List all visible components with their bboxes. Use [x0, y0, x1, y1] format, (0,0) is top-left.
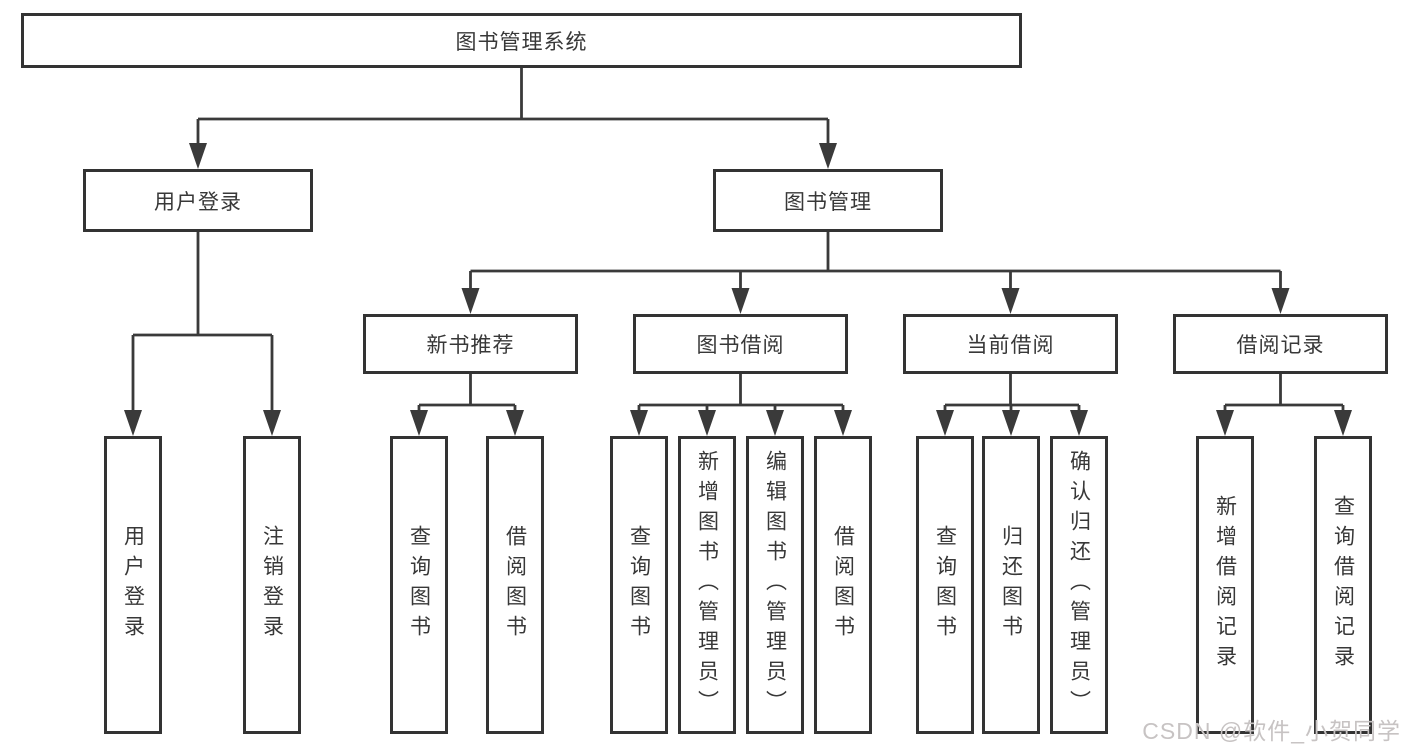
node-label: 图书借阅 [696, 334, 785, 357]
node-label: 查询图书 [407, 525, 431, 645]
node-label: 图书管理系统 [455, 30, 588, 54]
node-library-management-system: 图书管理系统 [21, 13, 1022, 68]
leaf-query-books-current: 查询图书 [916, 436, 974, 734]
leaf-edit-books-admin: 编辑图书（管理员） [746, 436, 804, 734]
leaf-query-books-recommend: 查询图书 [390, 436, 448, 734]
leaf-return-books: 归还图书 [982, 436, 1040, 734]
node-current-borrow: 当前借阅 [903, 314, 1118, 374]
node-new-book-recommend: 新书推荐 [363, 314, 578, 374]
node-label: 查询借阅记录 [1331, 495, 1355, 675]
node-label: 借阅图书 [831, 525, 855, 645]
leaf-query-books-borrow: 查询图书 [610, 436, 668, 734]
node-label: 新书推荐 [426, 334, 515, 357]
leaf-query-borrow-record: 查询借阅记录 [1314, 436, 1372, 734]
node-label: 查询图书 [933, 525, 957, 645]
leaf-borrow-books: 借阅图书 [814, 436, 872, 734]
node-label: 新增借阅记录 [1213, 495, 1237, 675]
node-label: 确认归还（管理员） [1067, 450, 1091, 720]
node-label: 图书管理 [784, 190, 872, 214]
node-label: 归还图书 [999, 525, 1023, 645]
leaf-logout: 注销登录 [243, 436, 301, 734]
node-book-management: 图书管理 [713, 169, 943, 232]
node-label: 编辑图书（管理员） [763, 450, 787, 720]
node-label: 用户登录 [154, 190, 242, 214]
node-label: 查询图书 [627, 525, 651, 645]
leaf-confirm-return-admin: 确认归还（管理员） [1050, 436, 1108, 734]
node-label: 注销登录 [260, 525, 284, 645]
node-label: 当前借阅 [966, 334, 1055, 357]
leaf-borrow-books-recommend: 借阅图书 [486, 436, 544, 734]
node-label: 借阅记录 [1236, 334, 1325, 357]
node-user-login: 用户登录 [83, 169, 313, 232]
leaf-add-books-admin: 新增图书（管理员） [678, 436, 736, 734]
csdn-watermark: CSDN @软件_小贺同学 [1142, 718, 1401, 744]
leaf-user-login: 用户登录 [104, 436, 162, 734]
leaf-add-borrow-record: 新增借阅记录 [1196, 436, 1254, 734]
node-label: 新增图书（管理员） [695, 450, 719, 720]
node-book-borrow: 图书借阅 [633, 314, 848, 374]
node-borrow-record: 借阅记录 [1173, 314, 1388, 374]
node-label: 用户登录 [121, 525, 145, 645]
node-label: 借阅图书 [503, 525, 527, 645]
